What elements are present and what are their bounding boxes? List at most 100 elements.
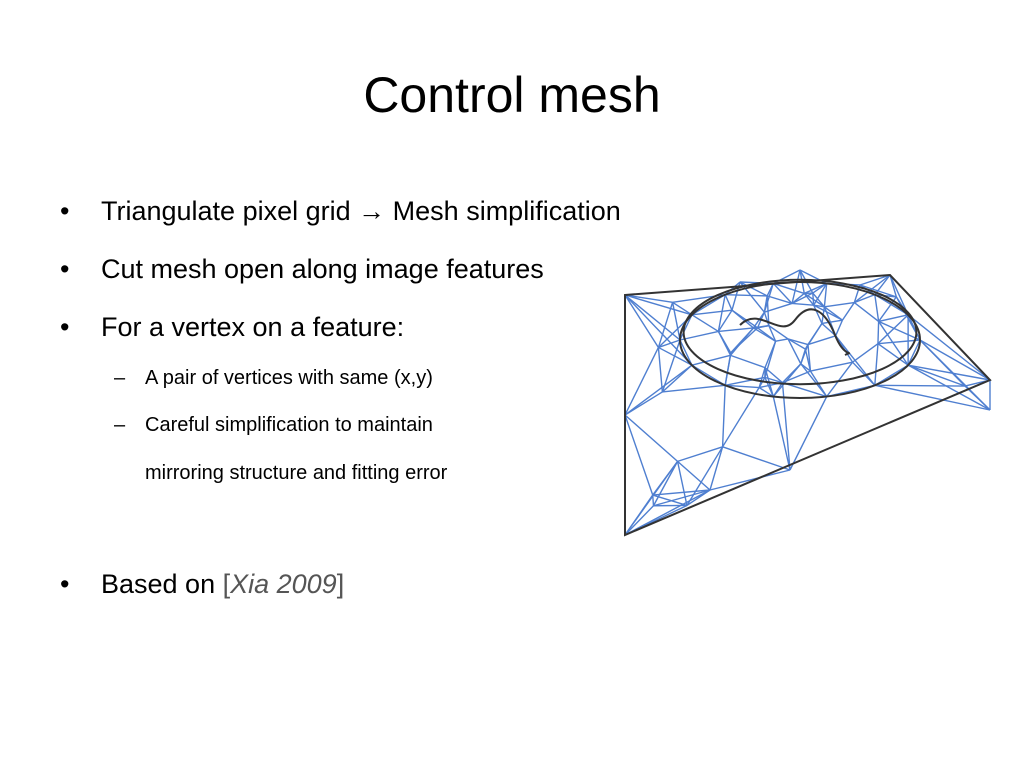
control-mesh-figure bbox=[590, 240, 1000, 550]
mesh-edge bbox=[874, 364, 909, 386]
mesh-edge bbox=[907, 364, 966, 387]
sub-bullet-continuation: mirroring structure and fitting error bbox=[145, 462, 448, 484]
mesh-edge bbox=[791, 302, 814, 306]
mesh-edge bbox=[717, 331, 732, 356]
mesh-edge bbox=[787, 338, 809, 346]
mesh-edge bbox=[878, 320, 921, 341]
bullet-list: • Triangulate pixel grid → Mesh simplifi… bbox=[60, 194, 621, 601]
mesh-edge bbox=[823, 283, 828, 307]
mesh-edge bbox=[718, 327, 754, 333]
mesh-edge bbox=[624, 294, 660, 348]
mesh-edge bbox=[764, 302, 793, 313]
mesh-edge bbox=[781, 363, 802, 384]
mesh-edge bbox=[624, 505, 654, 536]
mesh-edge bbox=[821, 319, 843, 325]
mesh-edge bbox=[764, 341, 777, 378]
mesh-edge bbox=[768, 325, 789, 340]
mesh-edge bbox=[691, 314, 719, 333]
mesh-edge bbox=[775, 338, 789, 342]
mesh-edge bbox=[919, 339, 991, 381]
mesh-edge bbox=[854, 294, 876, 304]
right-arrow-icon: → bbox=[358, 196, 386, 226]
mesh-edge bbox=[907, 314, 991, 381]
sub-bullet-marker: – bbox=[114, 414, 126, 436]
mesh-edge bbox=[691, 309, 733, 316]
bullet-marker: • bbox=[60, 569, 70, 599]
mesh-edge bbox=[810, 361, 853, 372]
mesh-edge bbox=[657, 302, 674, 348]
mesh-edge bbox=[787, 338, 802, 365]
mesh-edge bbox=[787, 338, 806, 350]
mesh-edge bbox=[772, 396, 791, 471]
mesh-edge bbox=[721, 385, 726, 447]
mesh-edge bbox=[789, 396, 828, 471]
mesh-edge bbox=[653, 489, 711, 507]
bullet-text-pre: Triangulate pixel grid bbox=[101, 196, 351, 226]
mesh-edge bbox=[807, 344, 812, 372]
mesh-edge bbox=[730, 327, 759, 354]
mesh-edge bbox=[722, 446, 791, 471]
sub-bullet-text: A pair of vertices with same (x,y) bbox=[145, 367, 433, 389]
mesh-edge bbox=[679, 314, 693, 341]
feature-curve bbox=[682, 278, 918, 386]
mesh-edge bbox=[859, 284, 897, 298]
mesh-edge bbox=[677, 446, 723, 463]
mesh-edge bbox=[763, 311, 770, 326]
mesh-edge bbox=[874, 384, 965, 387]
mesh-edge bbox=[907, 339, 921, 366]
mesh-edge bbox=[852, 343, 879, 363]
mesh-edge bbox=[671, 302, 681, 341]
mesh-edge bbox=[764, 367, 783, 384]
mesh-edge bbox=[800, 363, 828, 397]
mesh-edge bbox=[672, 301, 693, 316]
mesh-edge bbox=[753, 324, 769, 329]
mesh-edge bbox=[691, 294, 726, 316]
mesh-edge bbox=[691, 354, 731, 366]
mesh-edge bbox=[782, 370, 811, 384]
mesh-edge bbox=[803, 292, 815, 306]
mesh-edge bbox=[624, 294, 693, 316]
bullet-marker: • bbox=[60, 196, 70, 226]
mesh-edge bbox=[758, 386, 774, 398]
mesh-edge bbox=[803, 282, 827, 295]
mesh-edge bbox=[919, 339, 991, 411]
mesh-edge bbox=[835, 319, 844, 337]
based-on-label: Based on bbox=[101, 569, 223, 599]
mesh-edge bbox=[729, 327, 755, 356]
bullet-text-post: Mesh simplification bbox=[392, 196, 621, 226]
mesh-edge bbox=[907, 364, 991, 381]
mesh-edge bbox=[821, 322, 837, 337]
mesh-edge bbox=[803, 292, 825, 308]
bullet-text: For a vertex on a feature: bbox=[101, 312, 405, 342]
mesh-edge bbox=[878, 314, 909, 323]
mesh-edge bbox=[766, 295, 793, 305]
mesh-edge bbox=[800, 348, 807, 365]
feature-curve bbox=[679, 281, 921, 399]
mesh-edge bbox=[768, 325, 777, 342]
mesh-edge bbox=[804, 323, 823, 350]
mesh-edge bbox=[800, 363, 811, 372]
mesh-edge bbox=[679, 330, 719, 341]
mesh-edge bbox=[877, 339, 921, 345]
bullet-text: Cut mesh open along image features bbox=[101, 254, 544, 284]
citation-open-bracket: [ bbox=[222, 569, 231, 599]
mesh-edge bbox=[709, 469, 791, 491]
mesh-edge bbox=[624, 489, 711, 536]
mesh-outline bbox=[624, 273, 992, 537]
mesh-illustration bbox=[624, 269, 992, 537]
mesh-edge bbox=[764, 376, 783, 384]
mesh-edge bbox=[812, 292, 825, 308]
mesh-edge bbox=[813, 304, 823, 324]
mesh-edge bbox=[686, 446, 724, 506]
mesh-edge bbox=[859, 274, 891, 286]
bullet-text: Triangulate pixel grid → Mesh simplifica… bbox=[101, 194, 621, 228]
mesh-edge bbox=[753, 327, 776, 342]
mesh-edge bbox=[791, 292, 814, 305]
mesh-edge bbox=[679, 339, 693, 366]
sub-bullet-marker: – bbox=[114, 367, 126, 389]
mesh-edge bbox=[773, 282, 805, 295]
mesh-edge bbox=[731, 309, 758, 329]
bullet-text: Based on [Xia 2009] bbox=[101, 567, 344, 601]
mesh-edge bbox=[841, 302, 855, 321]
